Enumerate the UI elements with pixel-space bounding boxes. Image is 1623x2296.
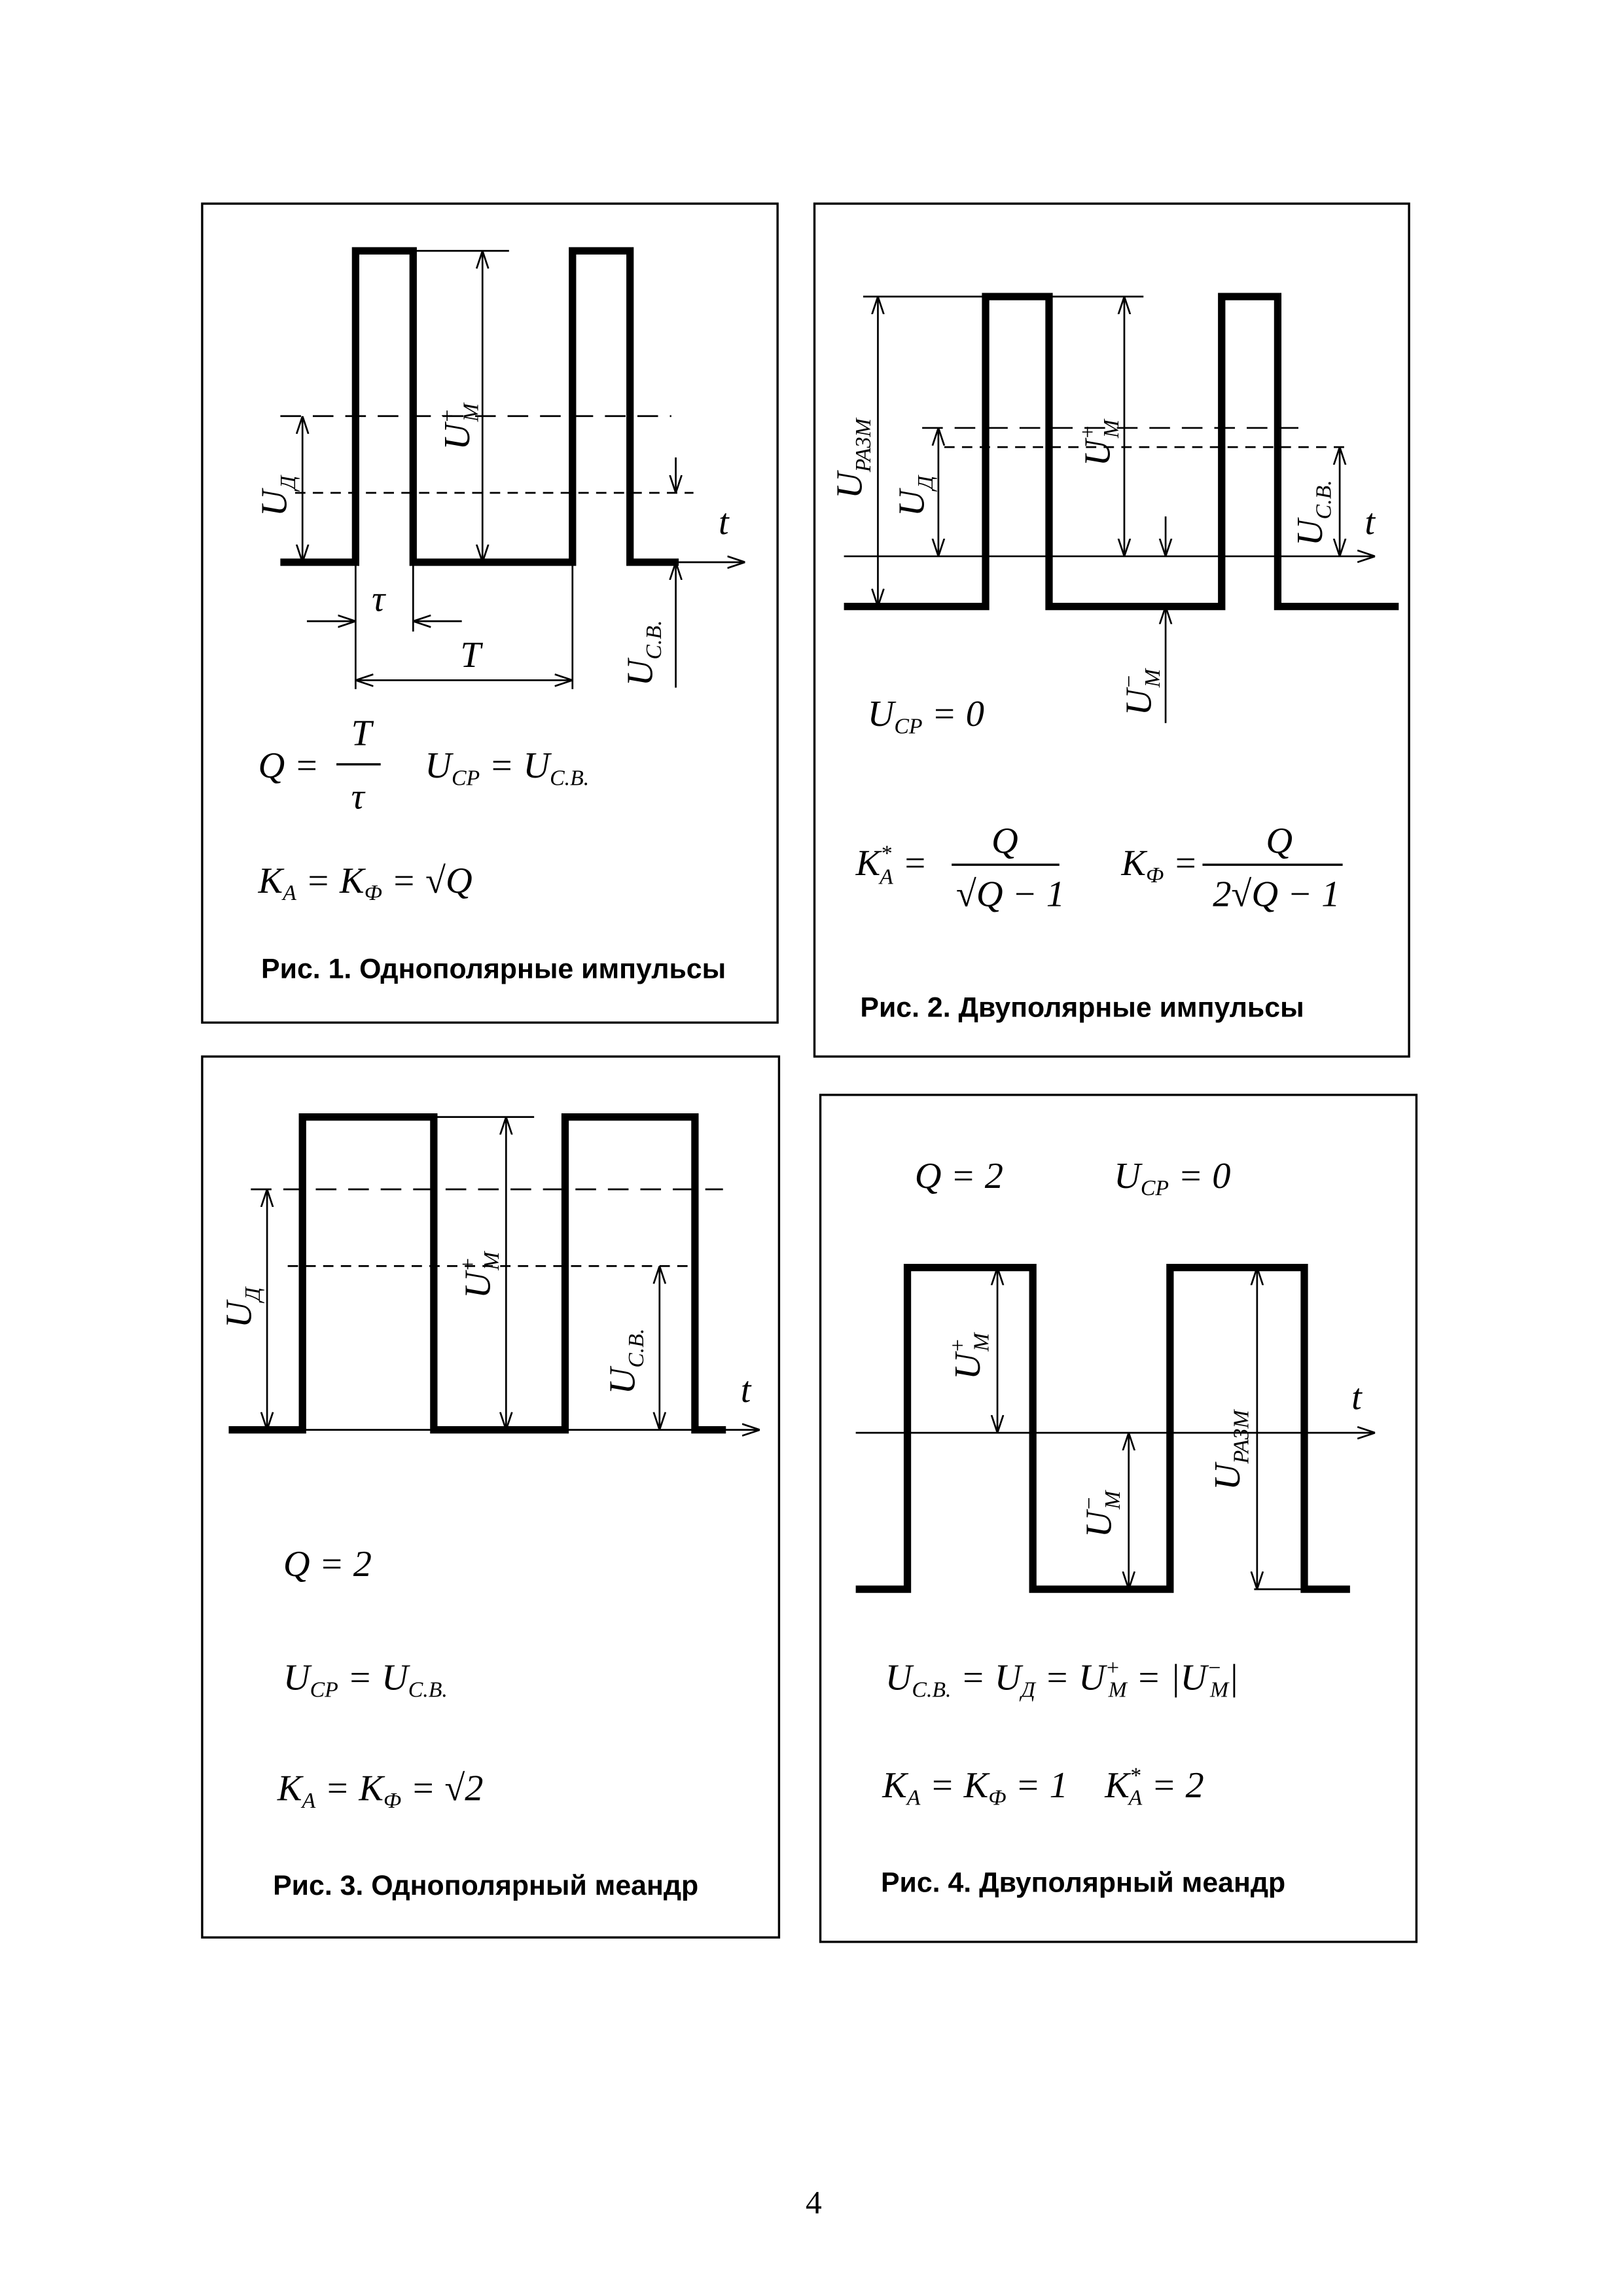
- extension-lines: [1018, 1266, 1305, 1590]
- page-number: 4: [806, 2185, 822, 2221]
- figure-1: t τ T UД U+M UC.B. Q = T τ UCP = UC.B. K…: [201, 202, 779, 1024]
- formula-ka-num: Q: [991, 821, 1018, 861]
- tau-label: τ: [372, 579, 386, 619]
- figure-4-frame: [819, 1094, 1418, 1943]
- waveform: [280, 247, 679, 566]
- waveform: [844, 293, 1399, 611]
- ucv-label: UC.B.: [1290, 480, 1336, 546]
- um-minus-label: U−M: [1077, 1490, 1125, 1537]
- figure-4: Q = 2 UCP = 0 t U+M U−M UPA3M UC.B. = UД…: [819, 1094, 1418, 1943]
- ud-label: UД: [219, 1285, 265, 1328]
- formula-k: KA = KФ = √2: [277, 1768, 484, 1812]
- formula-q-den: τ: [351, 776, 366, 817]
- ucv-label: UC.B.: [602, 1329, 649, 1395]
- figure-2-caption: Рис. 2. Двуполярные импульсы: [860, 992, 1304, 1023]
- formula-q: Q = 2: [283, 1544, 372, 1585]
- ud-label: UД: [891, 474, 938, 516]
- ucv-label: UC.B.: [620, 620, 667, 687]
- urazm-label: UPA3M: [830, 417, 876, 499]
- waveform: [228, 1113, 726, 1434]
- axis-label-t: t: [1364, 502, 1376, 543]
- formula-ucp: UCP = 0: [868, 694, 984, 738]
- formula-kf-den: 2√Q − 1: [1213, 874, 1340, 914]
- um-plus-label: U+M: [946, 1332, 993, 1380]
- um-minus-label: U−M: [1117, 668, 1165, 715]
- axis-label-t: t: [1351, 1377, 1363, 1418]
- axis-label-t: t: [741, 1370, 752, 1410]
- figure-3-frame: [201, 1055, 781, 1939]
- figure-4-caption: Рис. 4. Двуполярный меандр: [881, 1867, 1285, 1898]
- urazm-label: UPA3M: [1207, 1409, 1254, 1491]
- um-plus-label: U+M: [435, 402, 483, 450]
- axis-label-t: t: [719, 502, 730, 543]
- um-plus-label: U+M: [1076, 418, 1124, 466]
- figure-2: t UPA3M UД U+M UC.B. U−M UCP = 0 K*A = Q…: [813, 202, 1410, 1058]
- formula-q-num: T: [351, 713, 374, 754]
- formula-ka-den: √Q − 1: [956, 874, 1065, 914]
- figure-1-frame: [201, 202, 779, 1024]
- waveform: [855, 1263, 1350, 1593]
- formula-k: KA = KФ = 1 K*A = 2: [882, 1763, 1204, 1810]
- formula-q-lhs: Q =: [259, 745, 319, 786]
- formula-ka-lhs: K*A =: [855, 841, 927, 889]
- ud-label: UД: [254, 474, 300, 516]
- formula-ucp: UCP = UC.B.: [283, 1657, 448, 1702]
- period-label: T: [460, 635, 483, 675]
- um-plus-label: U+M: [456, 1251, 504, 1299]
- figure-2-frame: [813, 202, 1410, 1058]
- figure-3: t UД U+M UC.B. Q = 2 UCP = UC.B. KA = KФ…: [201, 1055, 781, 1939]
- formula-q: Q = 2: [915, 1156, 1003, 1196]
- figure-1-caption: Рис. 1. Однополярные импульсы: [261, 954, 726, 985]
- formula-kf-lhs: KФ =: [1120, 843, 1198, 888]
- formula-ucp: UCP = 0: [1114, 1156, 1230, 1200]
- formula-kf-num: Q: [1266, 821, 1293, 861]
- figure-3-caption: Рис. 3. Однополярный меандр: [273, 1870, 698, 1901]
- formula-ucp: UCP = UC.B.: [425, 745, 589, 790]
- formula-equality: UC.B. = UД = U+M = |U−M|: [885, 1656, 1239, 1702]
- formula-k: KA = KФ = √Q: [258, 861, 473, 905]
